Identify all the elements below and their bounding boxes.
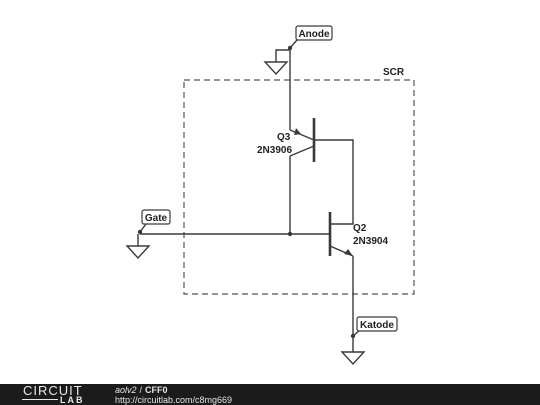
schematic-svg: SCR Anode Q3 2N3906 Gate [125,25,415,366]
logo-circuit: CIRCUIT [23,383,83,398]
scr-boundary [183,79,415,295]
q2-ref: Q2 [353,223,367,234]
q3-pnp-transistor[interactable] [289,118,316,234]
scr-label: SCR [383,67,405,78]
breadcrumb-project[interactable]: CFF0 [145,385,168,395]
katode-label: Katode [360,320,394,331]
katode-net-flag[interactable]: Katode [350,316,398,339]
anode-ground-symbol [263,49,290,76]
logo-resistor-line [22,399,58,400]
gate-ground-symbol [125,234,151,260]
anode-label: Anode [298,29,330,40]
gate-net-flag[interactable]: Gate [137,209,330,235]
q3-base-q2-collector-wire [314,139,354,225]
q2-part: 2N3904 [353,236,388,247]
breadcrumb-separator: / [139,385,143,395]
junction-dot [287,231,293,237]
anode-net-flag[interactable]: Anode [287,25,333,130]
q3-part: 2N3906 [257,145,292,156]
breadcrumb: aolv2/CFF0 [115,385,168,395]
logo-lab: LAB [60,395,85,405]
footer-bar: CIRCUIT LAB aolv2/CFF0 http://circuitlab… [0,384,540,405]
circuit-url-link[interactable]: http://circuitlab.com/c8mg669 [115,395,233,405]
breadcrumb-user[interactable]: aolv2 [115,385,137,395]
katode-ground-symbol [340,336,366,366]
q2-npn-transistor[interactable] [328,212,354,336]
gate-label: Gate [145,213,168,224]
q3-ref: Q3 [277,132,291,143]
